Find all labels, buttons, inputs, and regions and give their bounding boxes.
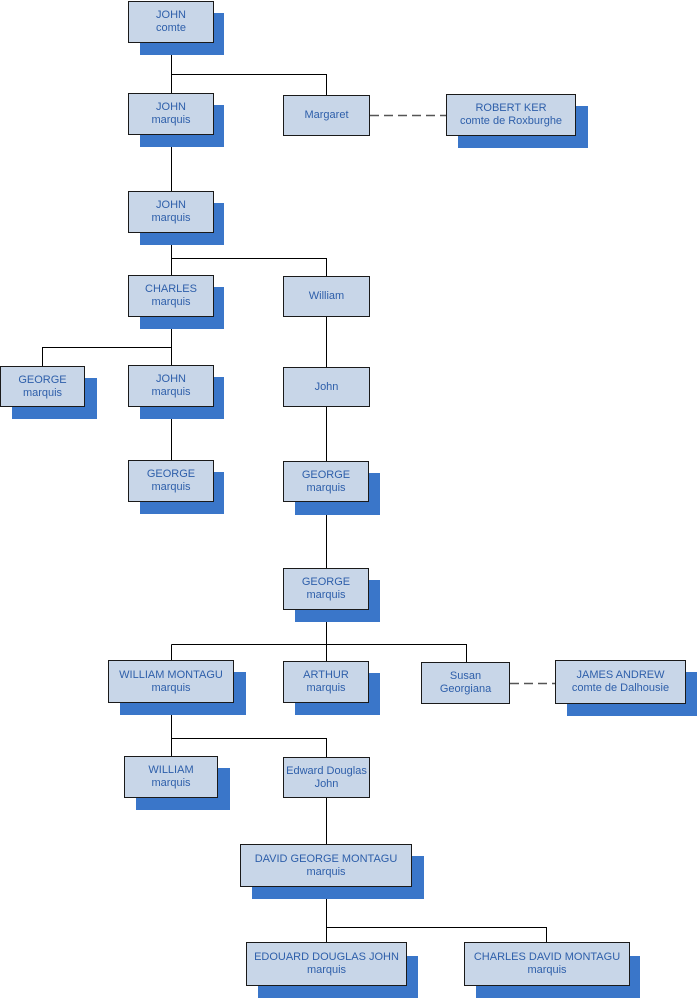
person-title: marquis bbox=[151, 114, 191, 126]
person-title: marquis bbox=[151, 212, 191, 224]
person-name: GEORGE bbox=[18, 373, 67, 386]
person-name: Susan bbox=[449, 670, 482, 682]
person-name: John bbox=[314, 380, 339, 393]
person-name: Edward Douglas bbox=[286, 764, 367, 777]
person-name: CHARLES DAVID MONTAGU bbox=[473, 951, 621, 963]
person-name: William bbox=[308, 290, 345, 302]
person-name: Margaret bbox=[304, 109, 349, 121]
person-name: ARTHUR bbox=[303, 669, 349, 681]
person-title: comte de Dalhousie bbox=[571, 682, 670, 694]
person-name: EDOUARD DOUGLAS JOHN bbox=[254, 951, 399, 963]
person-title: marquis bbox=[527, 964, 567, 976]
person-name: ROBERT KER bbox=[475, 102, 547, 114]
person-name: GEORGE bbox=[301, 468, 351, 481]
person-title: marquis bbox=[151, 777, 191, 789]
person-name: JOHN bbox=[156, 101, 186, 113]
person-title: marquis bbox=[151, 296, 191, 308]
person-title: John bbox=[314, 777, 339, 790]
person-name: JOHN bbox=[156, 373, 186, 385]
person-name: JOHN bbox=[156, 9, 186, 21]
person-name: WILLIAM MONTAGU bbox=[119, 668, 223, 681]
person-name: GEORGE bbox=[301, 576, 351, 588]
person-title: marquis bbox=[151, 386, 191, 398]
person-name: JOHN bbox=[156, 199, 186, 211]
person-title: Georgiana bbox=[439, 683, 492, 695]
person-title: marquis bbox=[306, 682, 346, 694]
person-title: marquis bbox=[306, 964, 347, 976]
person-name: GEORGE bbox=[146, 468, 196, 480]
person-name: CHARLES bbox=[145, 283, 197, 295]
person-title: marquis bbox=[306, 589, 346, 601]
person-title: marquis bbox=[306, 481, 346, 494]
person-name: DAVID GEORGE MONTAGU bbox=[254, 852, 398, 865]
person-title: comte de Roxburghe bbox=[459, 115, 563, 127]
person-title: marquis bbox=[306, 865, 346, 878]
person-title: comte bbox=[156, 22, 186, 34]
person-title: marquis bbox=[151, 481, 191, 493]
person-title: marquis bbox=[22, 386, 63, 399]
person-title: marquis bbox=[151, 681, 191, 694]
person-name: JAMES ANDREW bbox=[576, 669, 665, 681]
person-name: WILLIAM bbox=[148, 764, 194, 776]
